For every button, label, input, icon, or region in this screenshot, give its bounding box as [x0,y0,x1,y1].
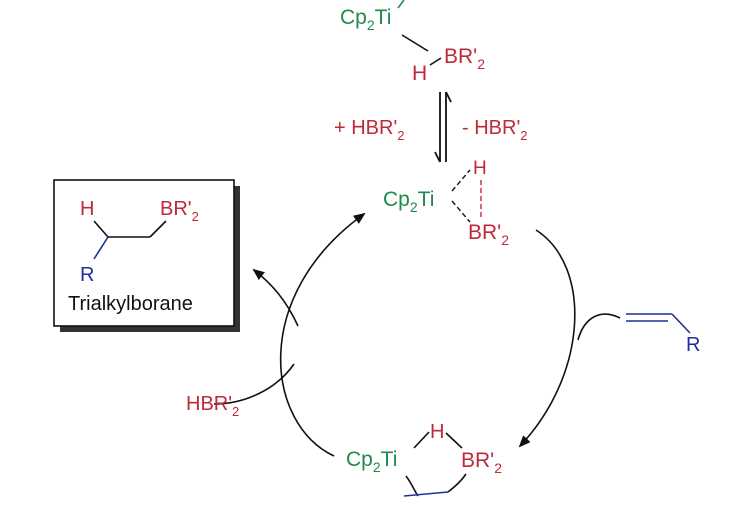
bottom-complex: Cp2Ti H BR'2 [346,421,502,497]
alkene-r-bond [671,313,691,334]
reagent-uptake-arrow [213,363,295,405]
sigma-complex-ti-label: Cp2Ti [383,188,434,215]
product-box-frame [53,179,235,327]
sigma-complex-br-label: BR'2 [468,221,509,248]
product-br-label: BR'2 [160,198,199,224]
hbr-reagent-label: HBR'2 [186,393,239,419]
product-c-b-bond [149,220,167,238]
ti-h-interaction [451,169,471,192]
bottom-complex-ti-label: Cp2Ti [346,448,397,475]
ti-stub-bond [397,0,405,9]
equilibrium-arrow-down-head [434,151,441,163]
plus-hbr-label: + HBR'2 [334,117,405,143]
cycle-arrow-left-ascending [279,212,366,457]
ti-b-bond [401,34,429,52]
product-r-label: R [80,264,94,286]
top-complex-br-label: BR'2 [444,45,485,72]
sigma-complex-h-label: H [473,158,487,179]
product-release-arrow [252,268,299,327]
c-c-bond-bottom [403,491,449,497]
h-b-bond [429,57,442,66]
top-complex-h-label: H [412,62,427,85]
bottom-complex-br-label: BR'2 [461,449,502,476]
ti-c-bond [405,475,419,497]
product-caption: Trialkylborane [68,293,193,315]
product-box: H BR'2 R Trialkylborane [53,179,240,332]
alkene-r-label: R [686,334,700,356]
alkene-substrate: R [626,313,700,356]
h-b-bond-bottom [445,432,463,449]
minus-hbr-label: - HBR'2 [462,117,528,143]
equilibrium-arrow-up-head [445,91,452,103]
top-complex-ti-label: Cp2Ti [340,6,391,33]
alkene-uptake-arrow [577,313,621,341]
equilibrium: + HBR'2 - HBR'2 [334,91,528,163]
product-h-label: H [80,198,94,220]
c-b-bond [447,473,467,493]
sigma-complex: Cp2Ti H BR'2 [383,158,509,248]
product-c-h-bond [93,220,109,238]
bottom-complex-h-label: H [430,421,444,443]
top-complex: Cp2Ti H BR'2 [340,0,485,85]
ti-b-interaction [451,200,471,223]
cycle-arrow-right-descending [518,229,576,448]
ti-h-bond [413,431,430,449]
product-c-r-bond [93,236,109,260]
